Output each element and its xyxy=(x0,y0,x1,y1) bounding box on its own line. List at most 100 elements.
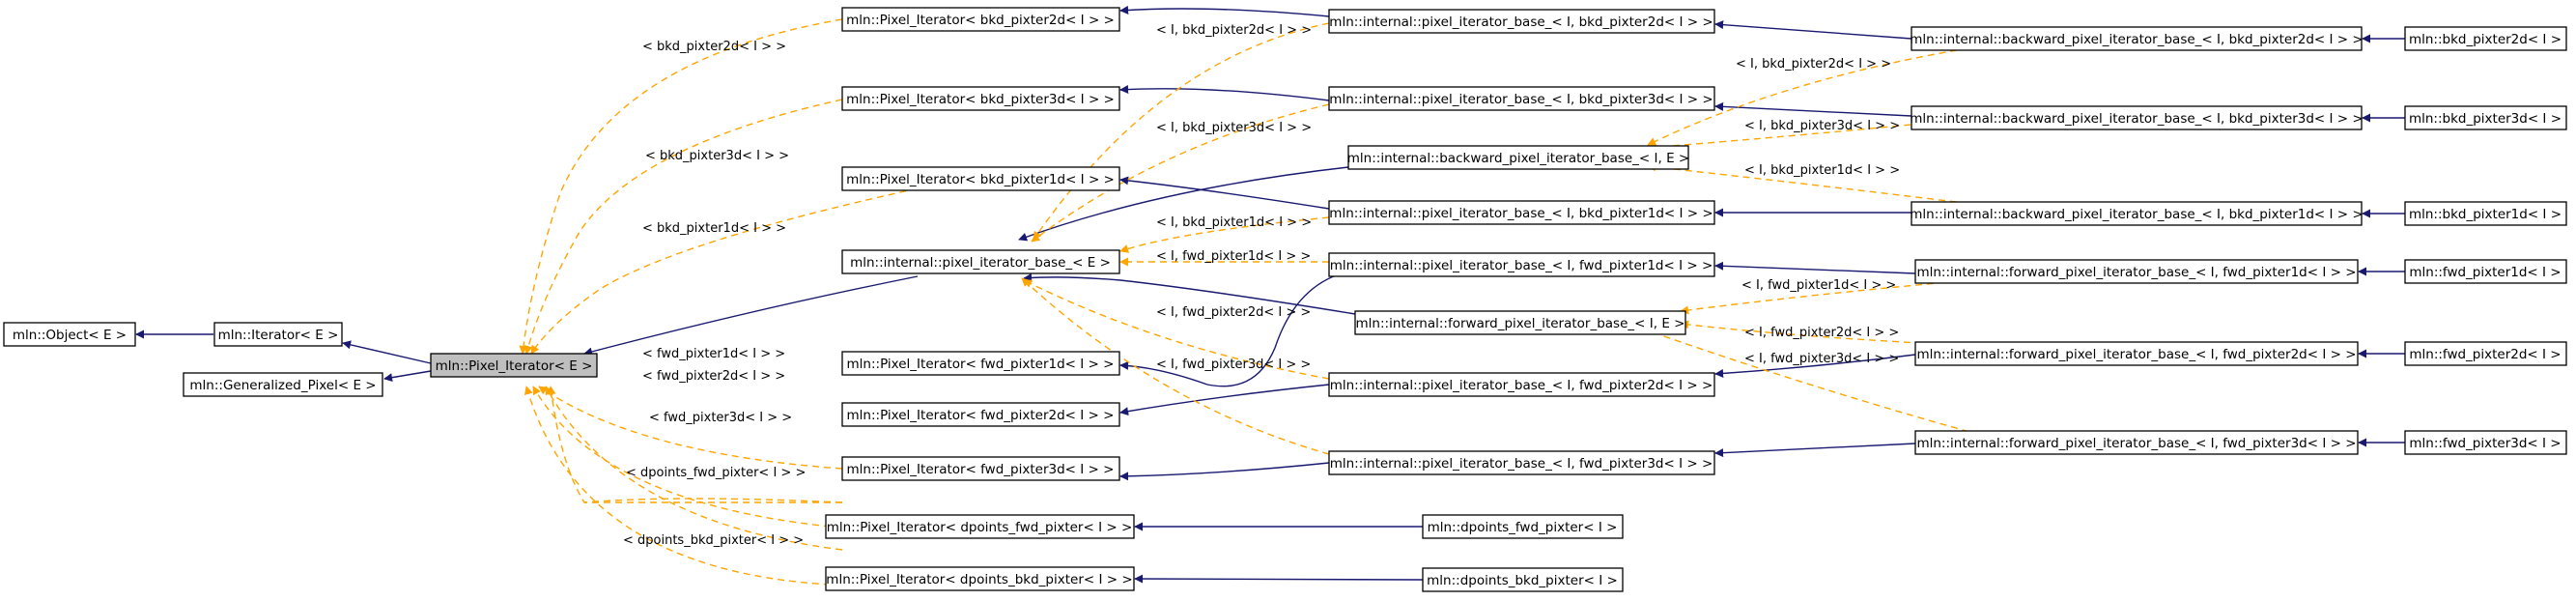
node-bpib-IE[interactable]: mln::internal::backward_pixel_iterator_b… xyxy=(1347,145,1689,170)
edge-label-pi-fwd3d: < fwd_pixter3d< I > > xyxy=(649,411,792,425)
node-bkd1d-label: mln::bkd_pixter1d< I > xyxy=(2409,207,2562,222)
edge-pib-bkd1d-to-pi-bkd1d xyxy=(1119,176,1330,210)
node-fwd1d-label: mln::fwd_pixter1d< I > xyxy=(2409,265,2561,280)
node-bkd2d[interactable]: mln::bkd_pixter2d< I > xyxy=(2404,26,2567,51)
node-bkd3d[interactable]: mln::bkd_pixter3d< I > xyxy=(2404,105,2567,130)
node-fwd3d-label: mln::fwd_pixter3d< I > xyxy=(2409,436,2561,451)
node-bpib-IE-label: mln::internal::backward_pixel_iterator_b… xyxy=(1347,151,1689,166)
node-pib-fwd3d-label: mln::internal::pixel_iterator_base_< I, … xyxy=(1330,456,1713,472)
node-pi-bkd1d[interactable]: mln::Pixel_Iterator< bkd_pixter1d< I > > xyxy=(841,166,1120,191)
node-iterator-label: mln::Iterator< E > xyxy=(218,328,339,343)
node-pi-fwd3d-label: mln::Pixel_Iterator< fwd_pixter3d< I > > xyxy=(847,462,1115,477)
node-pi-bkd1d-label: mln::Pixel_Iterator< bkd_pixter1d< I > > xyxy=(846,172,1115,187)
edge-label-pi-dbkd: < dpoints_bkd_pixter< I > > xyxy=(623,533,804,548)
edge-label-fpib-fwd1d: < I, fwd_pixter1d< I > > xyxy=(1741,278,1896,293)
edge-tmpl-pi-fwd1d-direct xyxy=(583,498,843,503)
node-fpib-fwd3d[interactable]: mln::internal::forward_pixel_iterator_ba… xyxy=(1914,430,2359,455)
node-pib-bkd2d-label: mln::internal::pixel_iterator_base_< I, … xyxy=(1329,14,1713,30)
edge-pib-E-to-pixel-iterator xyxy=(583,275,919,357)
node-fwd1d[interactable]: mln::fwd_pixter1d< I > xyxy=(2404,259,2567,284)
node-object-label: mln::Object< E > xyxy=(13,328,127,343)
node-dbkd[interactable]: mln::dpoints_bkd_pixter< I > xyxy=(1422,567,1624,592)
node-pi-bkd3d-label: mln::Pixel_Iterator< bkd_pixter3d< I > > xyxy=(846,92,1115,107)
node-pixel-iterator[interactable]: mln::Pixel_Iterator< E > xyxy=(430,353,598,378)
edge-label-pib-fwd3d: < I, fwd_pixter3d< I > > xyxy=(1156,358,1311,372)
node-dbkd-label: mln::dpoints_bkd_pixter< I > xyxy=(1427,573,1618,588)
edge-tmpl-pib-fwd2d xyxy=(1023,279,1330,380)
edge-bpib-IE-to-pib-E xyxy=(1018,166,1349,242)
node-pi-dbkd[interactable]: mln::Pixel_Iterator< dpoints_bkd_pixter<… xyxy=(825,566,1135,591)
edge-tmpl-pi-dfwd xyxy=(532,386,832,528)
node-pi-fwd2d-label: mln::Pixel_Iterator< fwd_pixter2d< I > > xyxy=(847,408,1115,423)
node-pib-E[interactable]: mln::internal::pixel_iterator_base_< E > xyxy=(841,249,1120,274)
node-fpib-fwd2d[interactable]: mln::internal::forward_pixel_iterator_ba… xyxy=(1914,341,2359,366)
node-pi-fwd1d[interactable]: mln::Pixel_Iterator< fwd_pixter1d< I > > xyxy=(841,351,1120,376)
node-object[interactable]: mln::Object< E > xyxy=(3,322,136,347)
edge-fpib-fwd3d-to-pib-fwd3d xyxy=(1714,443,1916,458)
edge-label-pi-fwd2d: < fwd_pixter2d< I > > xyxy=(642,369,785,384)
edge-label-pib-bkd1d: < I, bkd_pixter1d< I > > xyxy=(1156,215,1312,230)
node-pib-fwd2d[interactable]: mln::internal::pixel_iterator_base_< I, … xyxy=(1328,372,1715,397)
node-bpib-bkd1d[interactable]: mln::internal::backward_pixel_iterator_b… xyxy=(1910,201,2364,226)
node-pi-fwd3d[interactable]: mln::Pixel_Iterator< fwd_pixter3d< I > > xyxy=(841,456,1120,481)
node-bkd1d[interactable]: mln::bkd_pixter1d< I > xyxy=(2404,201,2567,226)
edge-tmpl-bpib-bkd1d xyxy=(1647,162,1981,206)
edge-tmpl-pi-bkd3d xyxy=(524,99,843,355)
edge-label-pib-bkd3d: < I, bkd_pixter3d< I > > xyxy=(1156,121,1312,135)
node-bkd2d-label: mln::bkd_pixter2d< I > xyxy=(2409,32,2562,47)
edge-dbkd-to-pi-dbkd xyxy=(1134,574,1424,584)
node-pib-bkd3d[interactable]: mln::internal::pixel_iterator_base_< I, … xyxy=(1328,86,1715,111)
node-pib-bkd2d[interactable]: mln::internal::pixel_iterator_base_< I, … xyxy=(1328,9,1715,34)
node-fpib-fwd1d[interactable]: mln::internal::forward_pixel_iterator_ba… xyxy=(1914,259,2359,284)
node-bpib-bkd3d[interactable]: mln::internal::backward_pixel_iterator_b… xyxy=(1910,105,2364,130)
edge-tmpl-bpib-bkd3d xyxy=(1647,117,1981,152)
node-fwd2d-label: mln::fwd_pixter2d< I > xyxy=(2409,347,2561,362)
node-pi-dfwd-label: mln::Pixel_Iterator< dpoints_fwd_pixter<… xyxy=(827,520,1133,535)
edge-label-pib-bkd2d: < I, bkd_pixter2d< I > > xyxy=(1156,23,1312,38)
node-generalized-pixel[interactable]: mln::Generalized_Pixel< E > xyxy=(183,372,383,397)
edge-label-pib-fwd1d: < I, fwd_pixter1d< I > > xyxy=(1156,249,1311,264)
node-dfwd[interactable]: mln::dpoints_fwd_pixter< I > xyxy=(1422,514,1624,539)
edge-tmpl-pib-bkd2d xyxy=(1033,22,1330,241)
edge-tmpl-pi-bkd2d xyxy=(519,18,843,355)
edge-pib-fwd1d-to-pi-fwd1d xyxy=(1119,273,1340,387)
node-bpib-bkd1d-label: mln::internal::backward_pixel_iterator_b… xyxy=(1910,207,2363,222)
node-pi-fwd2d[interactable]: mln::Pixel_Iterator< fwd_pixter2d< I > > xyxy=(841,402,1120,427)
edge-pib-fwd2d-to-pi-fwd2d xyxy=(1119,384,1330,416)
node-pixel-iterator-label: mln::Pixel_Iterator< E > xyxy=(436,358,593,374)
edge-pib-bkd3d-to-pi-bkd3d xyxy=(1119,85,1330,101)
node-pi-bkd2d[interactable]: mln::Pixel_Iterator< bkd_pixter2d< I > > xyxy=(841,7,1120,32)
nodes: mln::Object< E > mln::Iterator< E > mln:… xyxy=(3,7,2567,592)
node-iterator[interactable]: mln::Iterator< E > xyxy=(213,322,343,347)
node-fwd2d[interactable]: mln::fwd_pixter2d< I > xyxy=(2404,341,2567,366)
edge-label-pi-dfwd: < dpoints_fwd_pixter< I > > xyxy=(626,466,806,480)
node-pi-dfwd[interactable]: mln::Pixel_Iterator< dpoints_fwd_pixter<… xyxy=(825,514,1135,539)
node-pib-fwd3d[interactable]: mln::internal::pixel_iterator_base_< I, … xyxy=(1328,450,1715,475)
node-fpib-fwd3d-label: mln::internal::forward_pixel_iterator_ba… xyxy=(1916,436,2356,451)
edges xyxy=(135,5,2405,586)
edge-fpib-fwd2d-to-pib-fwd2d xyxy=(1714,354,1916,378)
edge-label-pib-fwd2d: < I, fwd_pixter2d< I > > xyxy=(1156,305,1311,320)
node-pib-bkd1d[interactable]: mln::internal::pixel_iterator_base_< I, … xyxy=(1328,200,1715,225)
node-fwd3d[interactable]: mln::fwd_pixter3d< I > xyxy=(2404,430,2567,455)
edge-tmpl-pi-fwd3d xyxy=(538,386,843,470)
edge-pixel-iterator-to-generalized-pixel xyxy=(383,370,432,383)
node-fpib-IE[interactable]: mln::internal::forward_pixel_iterator_ba… xyxy=(1354,310,1686,335)
node-pib-fwd1d[interactable]: mln::internal::pixel_iterator_base_< I, … xyxy=(1328,252,1715,277)
edge-label-pi-bkd1d: < bkd_pixter1d< I > > xyxy=(642,221,786,236)
node-pi-dbkd-label: mln::Pixel_Iterator< dpoints_bkd_pixter<… xyxy=(826,572,1132,587)
node-bpib-bkd2d-label: mln::internal::backward_pixel_iterator_b… xyxy=(1910,32,2363,47)
node-pi-bkd3d[interactable]: mln::Pixel_Iterator< bkd_pixter3d< I > > xyxy=(841,86,1120,111)
edge-tmpl-pi-bkd1d xyxy=(530,187,919,355)
node-bpib-bkd3d-label: mln::internal::backward_pixel_iterator_b… xyxy=(1910,111,2363,127)
edge-label-pi-bkd2d: < bkd_pixter2d< I > > xyxy=(642,40,786,54)
edge-label-fpib-fwd2d: < I, fwd_pixter2d< I > > xyxy=(1744,326,1899,340)
edge-pib-bkd2d-to-pi-bkd2d xyxy=(1119,5,1330,17)
node-pib-bkd3d-label: mln::internal::pixel_iterator_base_< I, … xyxy=(1329,92,1713,107)
edge-label-bpib-bkd2d: < I, bkd_pixter2d< I > > xyxy=(1736,57,1891,72)
edge-label-bpib-bkd1d: < I, bkd_pixter1d< I > > xyxy=(1744,163,1900,178)
node-bkd3d-label: mln::bkd_pixter3d< I > xyxy=(2409,111,2562,127)
node-bpib-bkd2d[interactable]: mln::internal::backward_pixel_iterator_b… xyxy=(1910,26,2364,51)
edge-tmpl-pib-fwd3d xyxy=(1021,277,1330,455)
edge-tmpl-pib-bkd1d xyxy=(1119,216,1330,253)
